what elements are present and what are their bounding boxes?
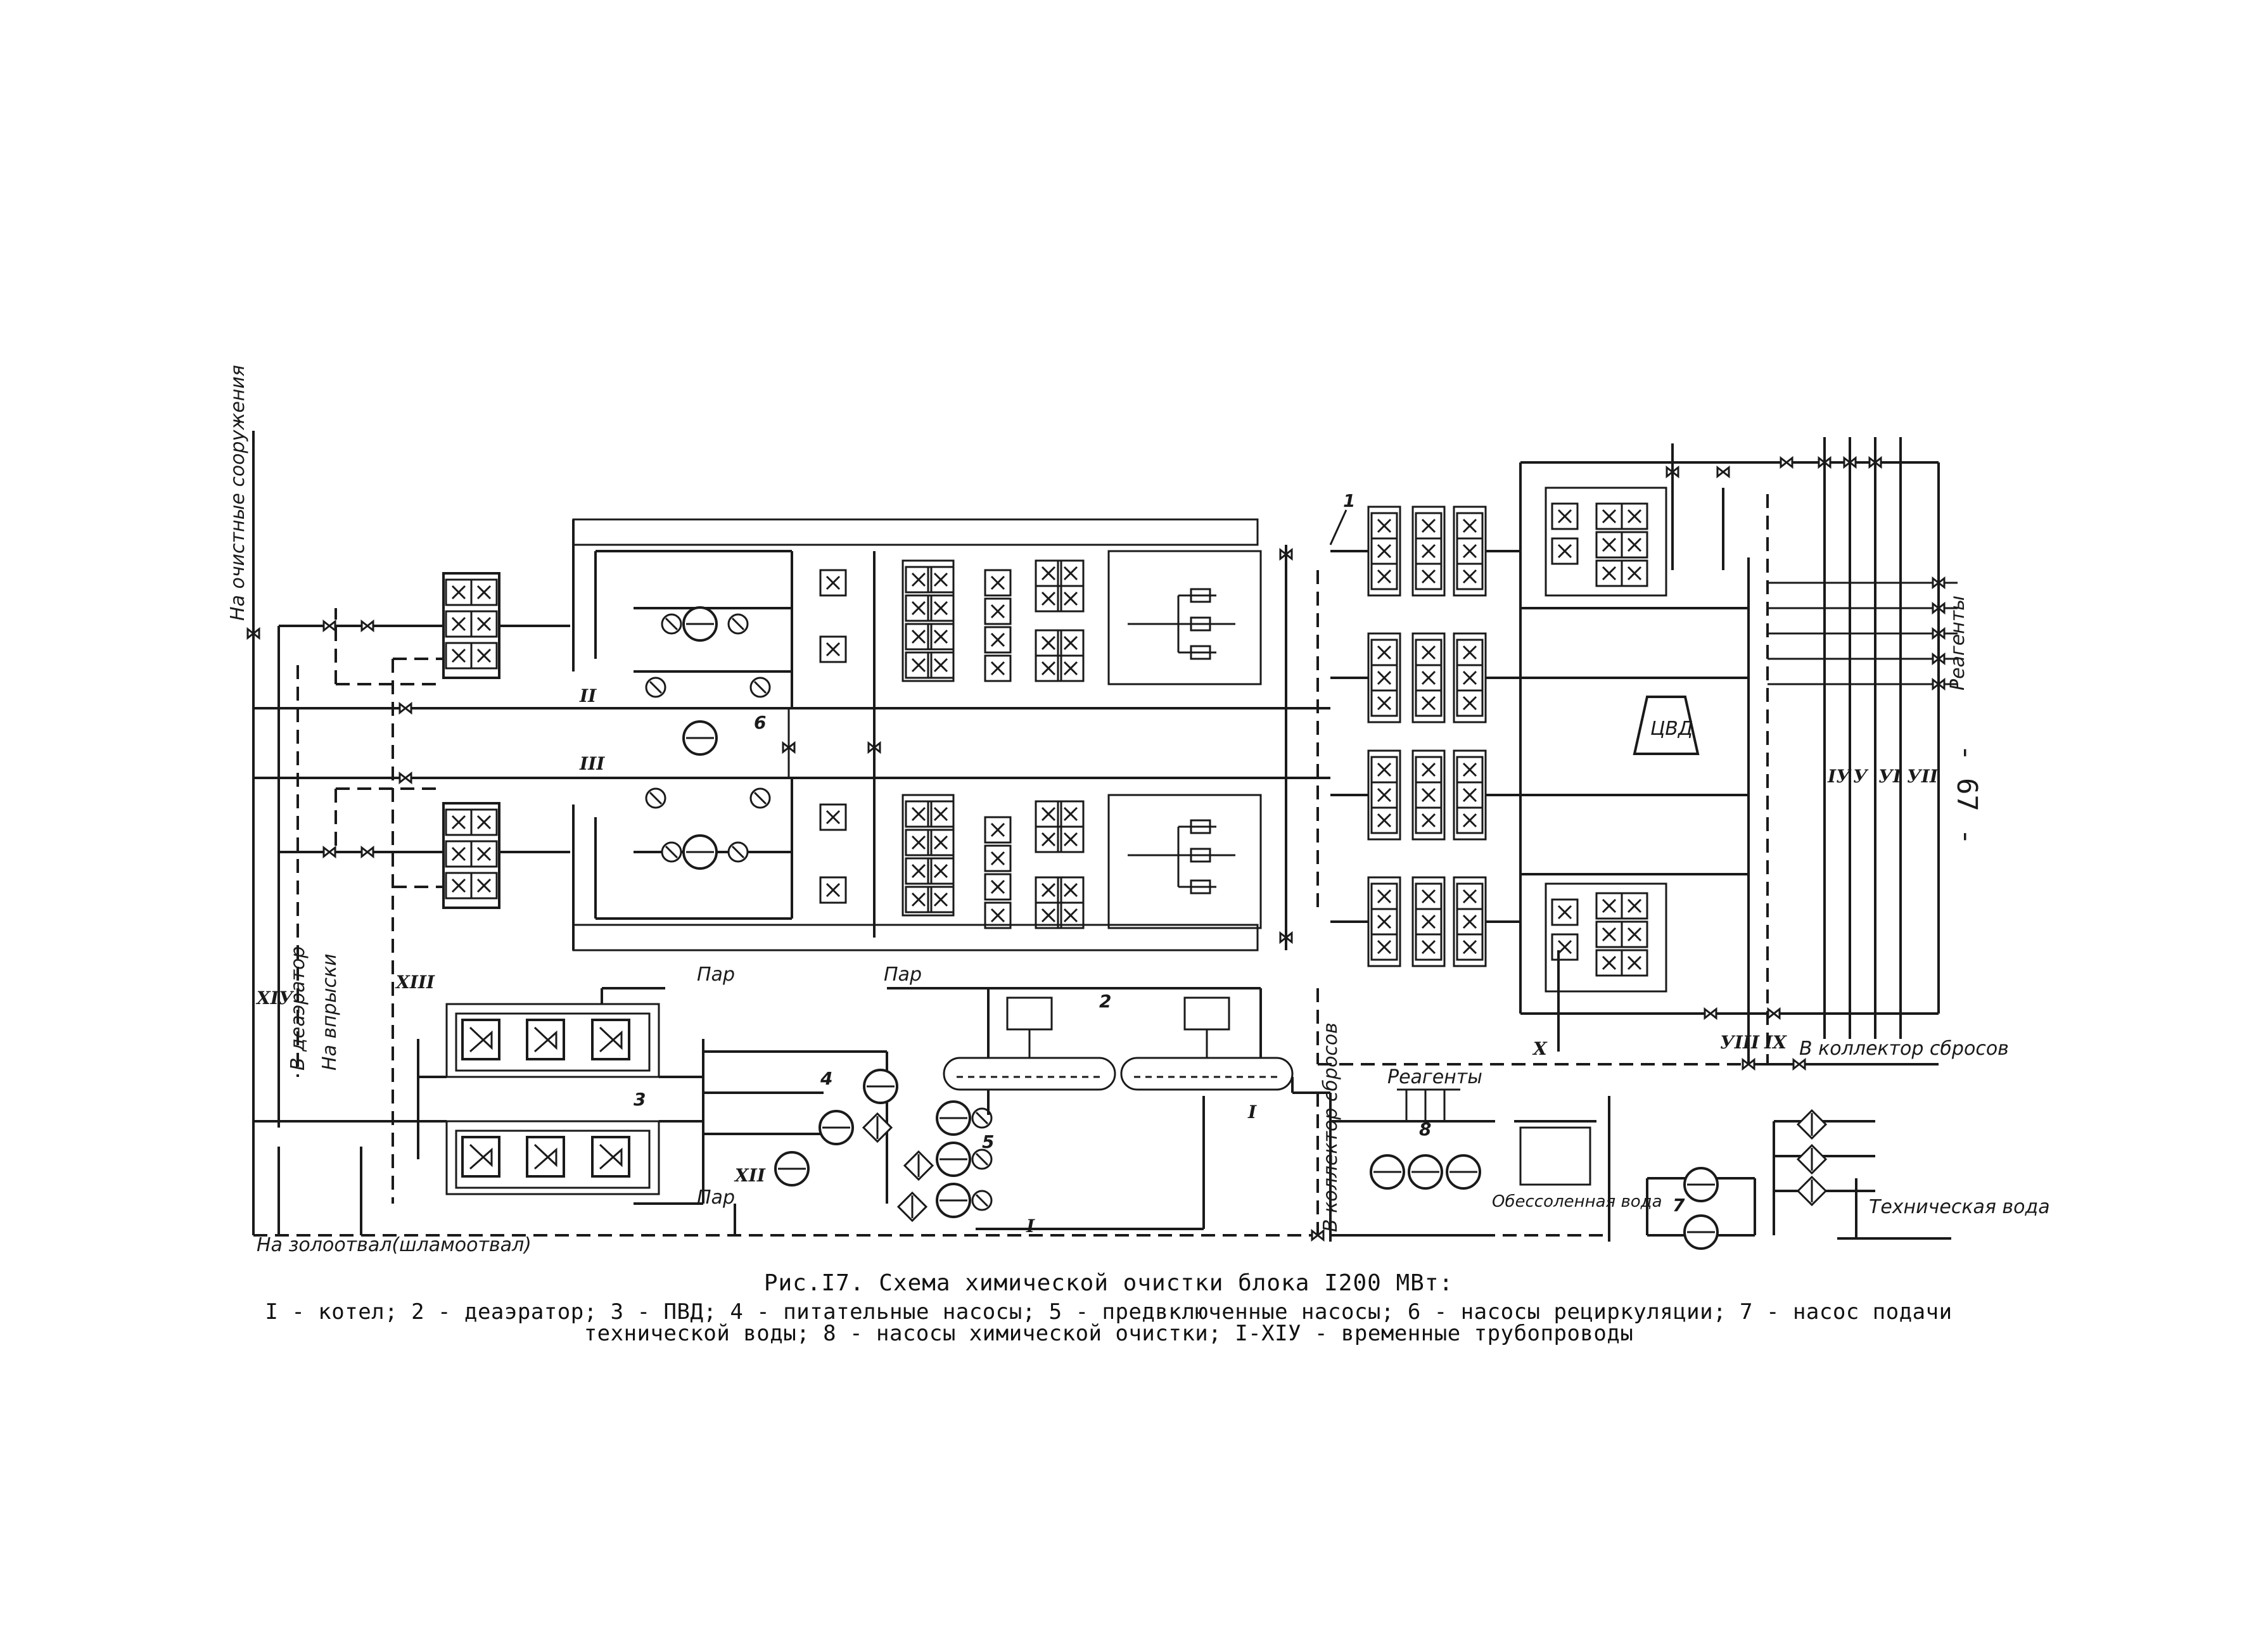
roman-label-r15: У bbox=[1853, 766, 1869, 787]
label-to-deaerator: В деаэратор bbox=[287, 946, 309, 1071]
boiler-upper-half bbox=[279, 572, 570, 679]
roman-label-r10: XII bbox=[734, 1165, 766, 1186]
boiler-lower-half bbox=[279, 802, 570, 909]
number-label-6: 6 bbox=[754, 712, 766, 733]
upper-equipment-row bbox=[572, 518, 1262, 809]
number-label-4: 4 bbox=[820, 1068, 832, 1089]
roman-label-r9: XIУ bbox=[255, 988, 295, 1008]
roman-label-r3: III bbox=[579, 753, 605, 774]
number-label-5: 5 bbox=[982, 1131, 994, 1152]
roman-label-r12: I bbox=[1026, 1216, 1035, 1237]
diagram-labels: На очистные сооружения В деаэратор На вп… bbox=[227, 365, 2050, 1256]
label-steam-1: Пар bbox=[697, 964, 735, 986]
roman-label-r17: УII bbox=[1907, 766, 1939, 787]
feed-pumps-and-deaerators bbox=[703, 987, 1330, 1230]
equipment-number-labels: 1 2 3 4 5 6 7 8 bbox=[634, 490, 1685, 1216]
label-demineralized-water: Обессоленная вода bbox=[1492, 1192, 1662, 1211]
roman-label-r5: X bbox=[1532, 1038, 1548, 1059]
caption-title: Рис.I7. Схема химической очистки блока I… bbox=[763, 1270, 1454, 1296]
left-headers bbox=[246, 431, 1330, 1235]
number-label-7: 7 bbox=[1672, 1195, 1685, 1216]
label-reagents-bottom: Реагенты bbox=[1387, 1066, 1482, 1088]
drain-lines bbox=[253, 1093, 1609, 1241]
right-equipment-rows bbox=[1330, 506, 1749, 967]
label-drain-collector-bottom: В коллектор сбросов bbox=[1320, 1022, 1342, 1232]
label-hp-cylinder: ЦВД bbox=[1650, 718, 1693, 740]
label-steam-3: Пар bbox=[697, 1186, 735, 1209]
pipeline-roman-labels: II III X XIII XIУ XII I I IУ У УI УII УI… bbox=[255, 685, 1939, 1237]
number-label-1: 1 bbox=[1343, 490, 1355, 511]
number-label-3: 3 bbox=[634, 1089, 646, 1110]
roman-label-r16: УI bbox=[1878, 766, 1902, 787]
label-steam-2: Пар bbox=[884, 964, 922, 986]
figure-caption: Рис.I7. Схема химической очистки блока I… bbox=[241, 1270, 1977, 1344]
roman-label-r18: УIII bbox=[1720, 1032, 1760, 1053]
lower-equipment-row bbox=[572, 778, 1262, 951]
central-connections bbox=[782, 545, 1319, 950]
roman-label-r11: I bbox=[1247, 1102, 1257, 1123]
label-technical-water: Техническая вода bbox=[1869, 1196, 2050, 1218]
roman-label-r14: IУ bbox=[1827, 766, 1852, 787]
hp-heaters bbox=[253, 987, 704, 1205]
chemical-cleaning-pumps bbox=[1329, 1088, 1951, 1250]
roman-label-r2: II bbox=[579, 685, 597, 706]
far-right-section bbox=[1316, 437, 1958, 1070]
label-to-treatment: На очистные сооружения bbox=[227, 365, 249, 621]
number-label-2: 2 bbox=[1099, 991, 1111, 1012]
caption-legend: I - котел; 2 - деаэратор; 3 - ПВД; 4 - п… bbox=[265, 1299, 1953, 1346]
page-number: - 67 - bbox=[1951, 744, 1983, 845]
roman-label-r8: XIII bbox=[395, 972, 435, 993]
label-to-ash-dump: На золоотвал(шламоотвал) bbox=[257, 1234, 532, 1256]
roman-label-r19: IX bbox=[1764, 1032, 1787, 1053]
number-label-8: 8 bbox=[1419, 1119, 1431, 1140]
label-reagents-right: Реагенты bbox=[1947, 595, 1969, 690]
label-to-blowdown: На впрыски bbox=[319, 953, 341, 1071]
label-drain-collector-right: В коллектор сбросов bbox=[1799, 1038, 2009, 1060]
